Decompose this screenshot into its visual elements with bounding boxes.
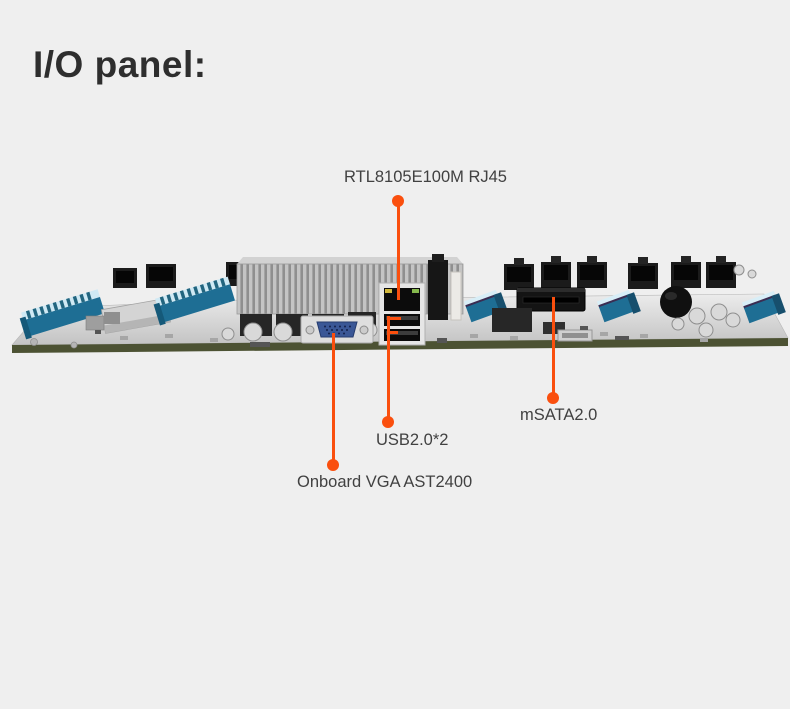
pcie-x1-slot-3 xyxy=(741,290,786,324)
callout-dot-rj45 xyxy=(392,195,404,207)
pcie-x1-slot-2 xyxy=(596,289,641,323)
rj45-led-yellow xyxy=(385,289,392,293)
page-title: I/O panel: xyxy=(33,44,207,85)
dimm-slot-1 xyxy=(19,289,105,340)
callout-label-usb: USB2.0*2 xyxy=(376,431,449,449)
smd-parts xyxy=(95,326,708,347)
io-shield-tab xyxy=(432,254,444,262)
callout-line-usb xyxy=(387,316,390,418)
rj45-led-green xyxy=(412,289,419,293)
ram-heatsink-module xyxy=(100,297,172,334)
msata-slot xyxy=(516,287,586,312)
rj45-usb-tower xyxy=(378,282,426,346)
vga-screw-right xyxy=(359,325,369,335)
callout-line-vga xyxy=(332,333,335,461)
callout-tick-usb-bottom xyxy=(387,331,398,334)
white-slot xyxy=(450,271,462,321)
callout-dot-usb xyxy=(382,416,394,428)
callout-dot-msata xyxy=(547,392,559,404)
io-shield-block xyxy=(428,260,448,320)
callout-label-rj45: RTL8105E100M RJ45 xyxy=(344,168,507,186)
callout-dot-vga xyxy=(327,459,339,471)
mounting-holes xyxy=(30,338,78,349)
inductor xyxy=(660,286,692,318)
callout-label-msata: mSATA2.0 xyxy=(520,406,598,424)
callout-line-msata xyxy=(552,297,555,394)
vga-port xyxy=(300,315,374,344)
callout-tick-usb-top xyxy=(387,317,401,320)
vga-screw-left xyxy=(305,325,315,335)
rj45-port xyxy=(384,288,420,311)
callout-label-vga: Onboard VGA AST2400 xyxy=(297,473,473,491)
capacitors xyxy=(671,264,757,338)
dimm-slot-2 xyxy=(153,276,235,326)
callout-line-rj45 xyxy=(397,205,400,300)
motherboard-photo xyxy=(11,254,789,353)
